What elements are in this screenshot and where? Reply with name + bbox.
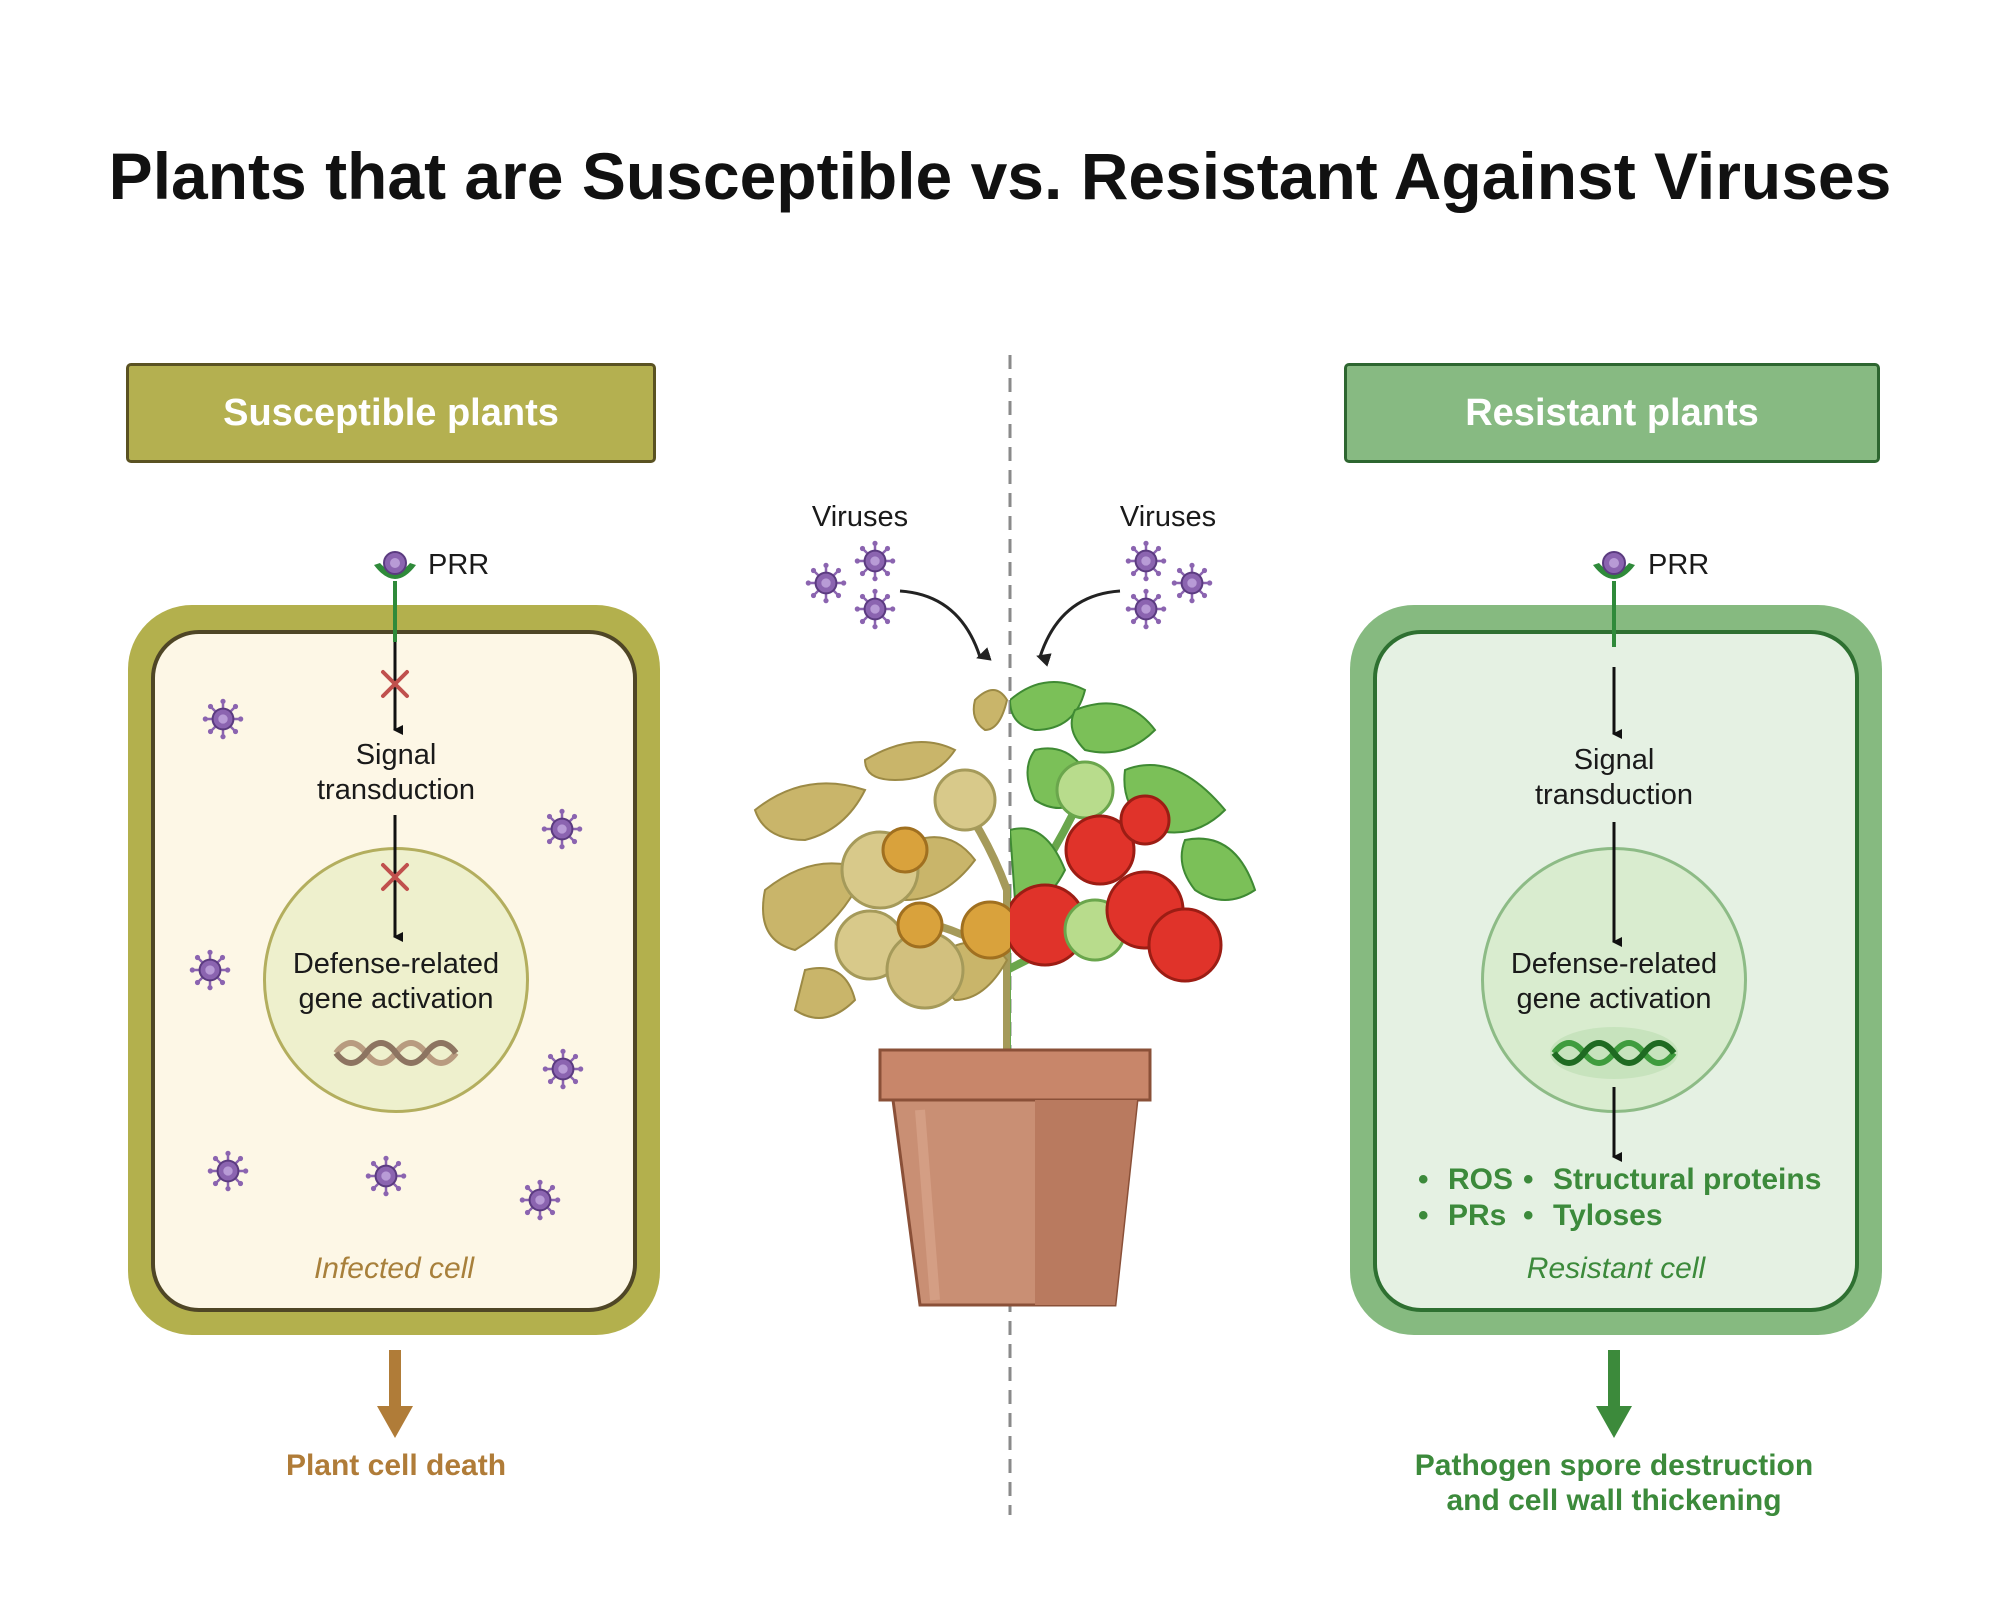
outcome-line-2: and cell wall thickening: [1446, 1484, 1782, 1517]
resistance-outcome-label: Pathogen spore destruction and cell wall…: [1364, 1448, 1864, 1518]
virus-icon: [854, 588, 896, 634]
infected-cell-label: Infected cell: [313, 1252, 475, 1285]
flower-pot: [878, 1048, 1152, 1307]
signal-line-2: transduction: [1535, 779, 1693, 811]
virus-icon: [1125, 540, 1167, 586]
dna-faded-icon: [333, 1040, 459, 1066]
plant-cell-death-label: Plant cell death: [285, 1449, 507, 1482]
death-arrow: [377, 1350, 413, 1438]
signal-line-1: Signal: [1573, 744, 1655, 776]
gene-line-1: Defense-related: [292, 948, 500, 980]
signal-line-2: transduction: [317, 774, 475, 806]
prr-label: PRR: [428, 549, 490, 581]
resistance-arrow: [1596, 1350, 1632, 1438]
virus-icon: [1125, 588, 1167, 634]
outcome-line-1: Pathogen spore destruction: [1414, 1449, 1814, 1482]
signal-arrows-active: [1612, 612, 1622, 1162]
bullet-tyloses: Tyloses: [1553, 1199, 1663, 1232]
signal-transduction-label-right: Signal transduction: [1514, 743, 1714, 813]
signal-transduction-label: Signal transduction: [296, 738, 496, 808]
resistant-header-label: Resistant plants: [1465, 391, 1759, 434]
resistant-plants-header: Resistant plants: [1344, 363, 1880, 463]
virus-icon: [202, 698, 244, 744]
infection-arrows: [899, 589, 1121, 667]
prr-receptor-icon: [1593, 551, 1635, 615]
viruses-left-label: Viruses: [811, 501, 909, 533]
signal-arrows-blocked: [381, 612, 409, 942]
susceptible-plants-header: Susceptible plants: [126, 363, 656, 463]
tomato-plant-illustration: [753, 681, 1257, 1307]
bullet-ros: ROS: [1448, 1163, 1514, 1196]
defense-outputs-list: • ROS • Structural proteins • PRs • Tylo…: [1418, 1163, 1822, 1232]
prr-receptor-icon: [374, 551, 416, 615]
dna-active-icon: [1550, 1027, 1678, 1079]
virus-icon: [365, 1155, 407, 1201]
signal-line-1: Signal: [355, 739, 437, 771]
bullet-prs: PRs: [1448, 1199, 1507, 1232]
virus-icon: [542, 1048, 584, 1094]
susceptible-header-label: Susceptible plants: [223, 391, 559, 434]
virus-icon: [805, 562, 847, 608]
viruses-right-label: Viruses: [1119, 501, 1217, 533]
virus-icon: [541, 808, 583, 854]
red-tomatoes: [1010, 760, 1223, 983]
gene-line-2: gene activation: [1516, 983, 1712, 1015]
virus-icon: [207, 1150, 249, 1196]
virus-icon: [854, 540, 896, 586]
block-x-icon: [381, 670, 409, 891]
prr-label-right: PRR: [1648, 549, 1710, 581]
virus-icon: [1171, 562, 1213, 608]
gene-line-2: gene activation: [298, 983, 494, 1015]
bullet-structural-proteins: Structural proteins: [1553, 1163, 1822, 1196]
gene-activation-label-right: Defense-related gene activation: [1491, 947, 1737, 1017]
resistant-cell-label: Resistant cell: [1526, 1252, 1706, 1285]
virus-icon: [189, 949, 231, 995]
virus-icon: [519, 1179, 561, 1225]
yellow-tomatoes: [834, 768, 1010, 1010]
page-title: Plants that are Susceptible vs. Resistan…: [108, 139, 1892, 213]
gene-activation-label: Defense-related gene activation: [273, 947, 519, 1017]
gene-line-1: Defense-related: [1510, 948, 1718, 980]
